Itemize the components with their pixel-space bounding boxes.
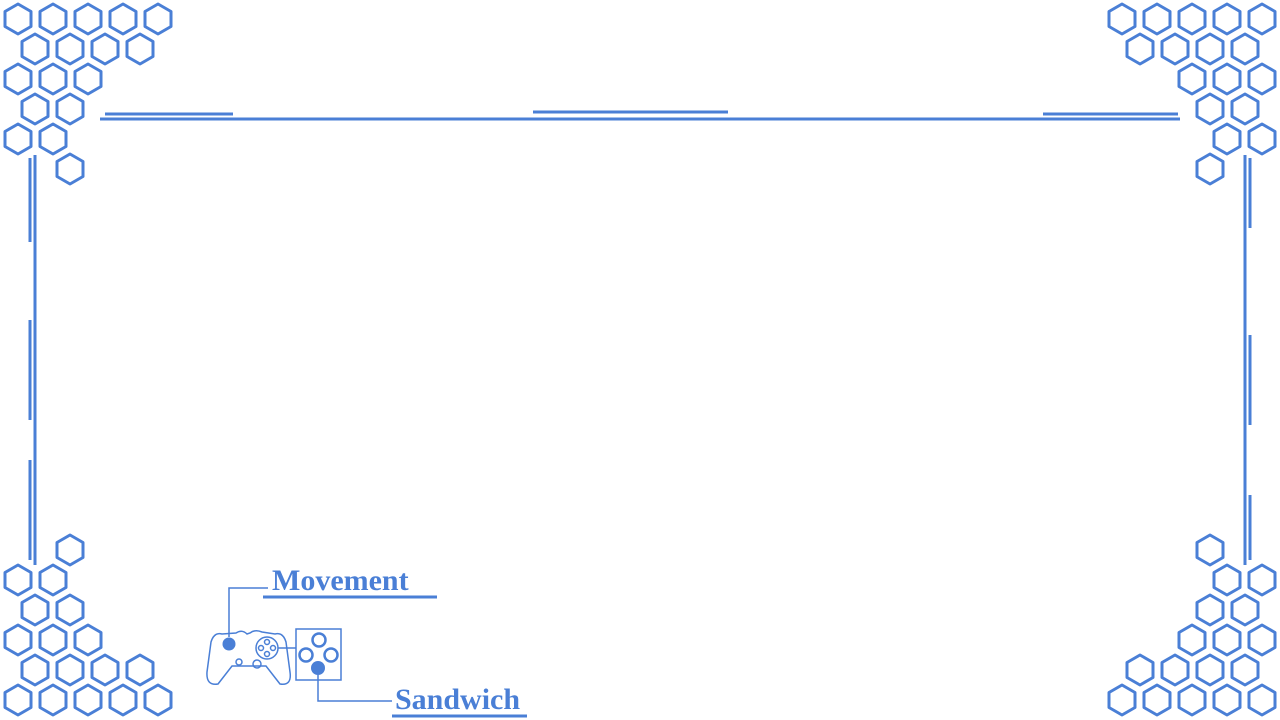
hexagon-decoration	[55, 593, 85, 627]
zoom-button-top-icon	[311, 632, 327, 648]
hexagon-decoration	[1247, 122, 1277, 156]
face-button-right-icon	[269, 644, 277, 652]
face-button-cluster-icon	[255, 636, 279, 660]
hexagon-decoration	[3, 2, 33, 36]
hexagon-decoration	[125, 653, 155, 687]
hexagon-decoration	[1212, 122, 1242, 156]
hexagon-decoration	[3, 62, 33, 96]
hexagon-decoration	[1212, 623, 1242, 657]
hexagon-decoration	[38, 683, 68, 717]
hexagon-decoration	[3, 683, 33, 717]
hexagon-decoration	[1230, 32, 1260, 66]
hexagon-decoration	[90, 32, 120, 66]
hexagon-decoration	[55, 32, 85, 66]
hexagon-decoration	[1177, 2, 1207, 36]
hexagon-decoration	[73, 623, 103, 657]
hexagon-decoration	[1212, 2, 1242, 36]
hexagon-decoration	[55, 92, 85, 126]
hexagon-decoration	[1160, 32, 1190, 66]
right-stick-icon	[252, 659, 262, 669]
hexagon-decoration	[108, 2, 138, 36]
gamepad-icon	[206, 587, 527, 718]
hexagon-decoration	[1125, 32, 1155, 66]
hexagon-decoration	[1230, 92, 1260, 126]
hexagon-decoration	[38, 62, 68, 96]
hexagon-decoration	[1107, 2, 1137, 36]
hexagon-decoration	[55, 653, 85, 687]
sandwich-label: Sandwich	[395, 683, 521, 716]
hexagon-decoration	[1107, 683, 1137, 717]
hexagon-decoration	[20, 653, 50, 687]
hexagon-decoration	[1247, 683, 1277, 717]
hexagon-decoration	[1177, 62, 1207, 96]
hexagon-decoration	[38, 623, 68, 657]
hexagon-decoration	[3, 563, 33, 597]
frame-borders	[28, 110, 1252, 565]
hexagon-decoration	[38, 122, 68, 156]
hexagon-decoration	[55, 533, 85, 567]
hexagon-decoration	[1142, 683, 1172, 717]
face-button-bottom-icon	[263, 650, 271, 658]
hexagon-decoration	[73, 62, 103, 96]
gamepad-body	[206, 629, 292, 685]
hexagon-decoration	[1212, 563, 1242, 597]
hexagon-decoration	[1195, 32, 1225, 66]
hexagon-decoration	[1247, 2, 1277, 36]
hexagon-decoration	[1142, 2, 1172, 36]
sandwich-leader-line	[317, 675, 392, 702]
zoom-button-left-icon	[298, 647, 314, 663]
hexagon-decoration	[1195, 92, 1225, 126]
hexagon-decoration	[20, 92, 50, 126]
hexagon-decoration	[1177, 683, 1207, 717]
zoom-button-bottom-icon	[311, 661, 325, 675]
hexagon-decoration	[1212, 683, 1242, 717]
face-button-left-icon	[257, 644, 265, 652]
hexagon-decoration	[1195, 152, 1225, 186]
hexagon-decorations	[3, 2, 1277, 717]
hexagon-decoration	[143, 683, 173, 717]
hexagon-decoration	[1177, 623, 1207, 657]
hexagon-decoration	[73, 683, 103, 717]
hexagon-decoration	[38, 2, 68, 36]
hexagon-decoration	[143, 2, 173, 36]
left-stick-icon	[222, 637, 236, 651]
hexagon-decoration	[1160, 653, 1190, 687]
hexagon-decoration	[3, 122, 33, 156]
face-button-top-icon	[263, 638, 271, 646]
hexagon-decoration	[1230, 593, 1260, 627]
hexagon-decoration	[38, 563, 68, 597]
hexagon-decoration	[3, 623, 33, 657]
hexagon-decoration	[108, 683, 138, 717]
select-button-icon	[235, 658, 243, 666]
hexagon-decoration	[90, 653, 120, 687]
hexagon-decoration	[1195, 533, 1225, 567]
hexagon-decoration	[20, 32, 50, 66]
movement-leader-line	[228, 587, 268, 637]
hexagon-decoration	[1195, 593, 1225, 627]
hexagon-decoration	[1125, 653, 1155, 687]
hexagon-decoration	[125, 32, 155, 66]
zoom-button-right-icon	[323, 647, 339, 663]
hexagon-decoration	[55, 152, 85, 186]
hexagon-decoration	[1212, 62, 1242, 96]
movement-label: Movement	[272, 564, 409, 597]
hexagon-decoration	[1247, 62, 1277, 96]
hexagon-decoration	[73, 2, 103, 36]
hexagon-decoration	[1247, 623, 1277, 657]
hexagon-decoration	[20, 593, 50, 627]
hexagon-decoration	[1195, 653, 1225, 687]
hexagon-decoration	[1230, 653, 1260, 687]
hexagon-decoration	[1247, 563, 1277, 597]
